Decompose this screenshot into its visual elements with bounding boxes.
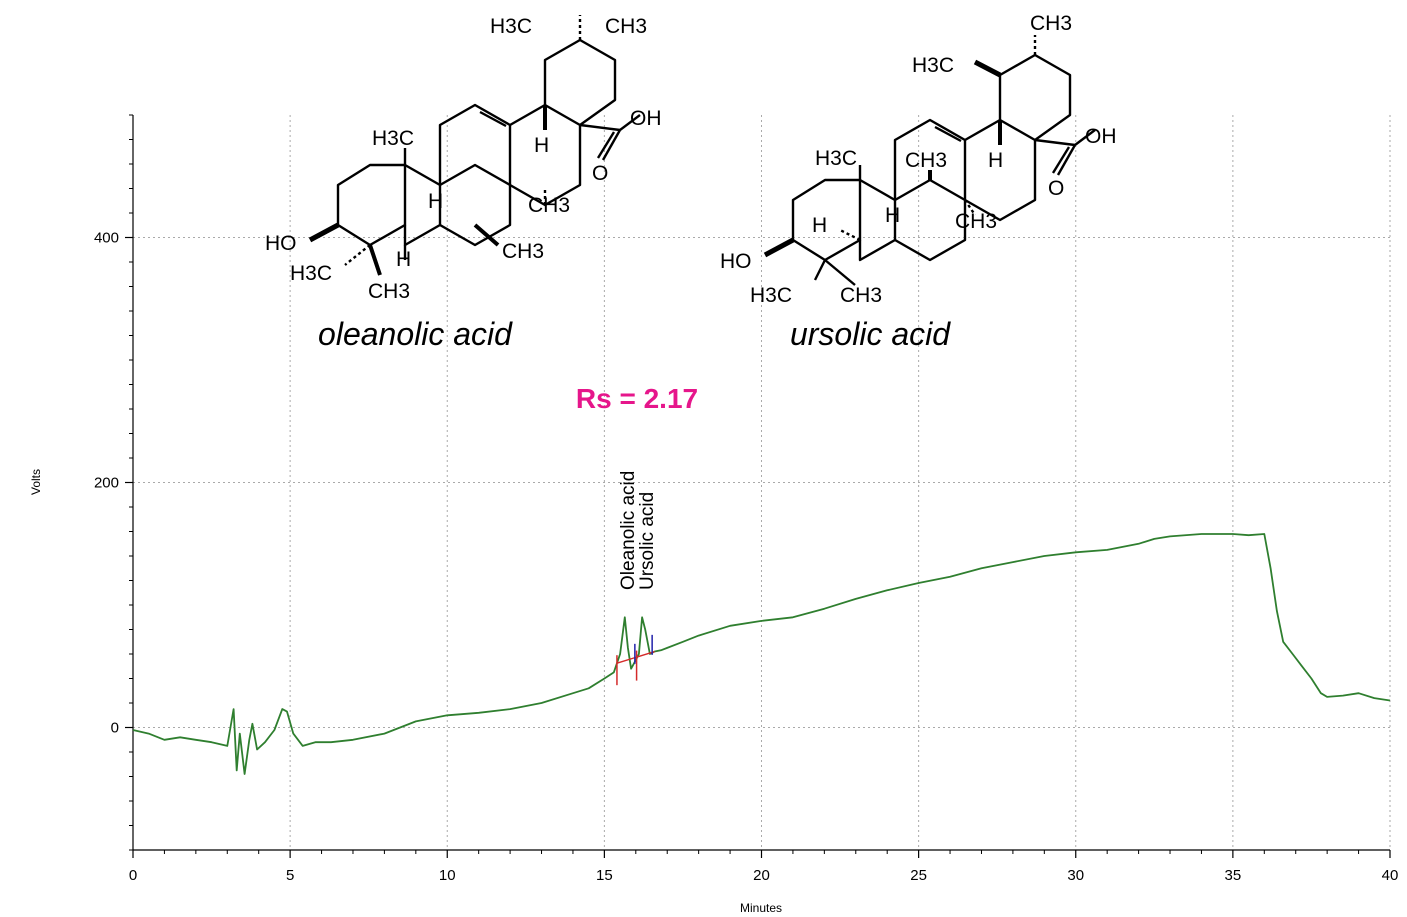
svg-text:CH3: CH3: [528, 194, 570, 217]
svg-text:HO: HO: [720, 250, 752, 273]
svg-text:O: O: [1048, 177, 1064, 200]
x-tick-label-0: 0: [129, 867, 137, 884]
peak-label-oleanolic-acid: Oleanolic acid: [618, 471, 639, 590]
svg-text:H: H: [428, 190, 443, 213]
x-tick-label-20: 20: [753, 867, 770, 884]
y-tick-label-400: 400: [94, 230, 119, 247]
svg-text:CH3: CH3: [1030, 12, 1072, 35]
x-tick-label-5: 5: [286, 867, 294, 884]
x-tick-label-15: 15: [596, 867, 613, 884]
svg-text:CH3: CH3: [605, 15, 647, 38]
svg-text:H: H: [396, 248, 411, 271]
peak-markers: [616, 634, 655, 686]
oleanolic-acid-structure: [308, 15, 641, 276]
svg-text:HO: HO: [265, 232, 297, 255]
oleanolic-acid-labels: H3C CH3 OH O H3C H H CH3 HO H3C H CH3 CH…: [265, 15, 662, 303]
svg-text:OH: OH: [630, 107, 662, 130]
svg-text:CH3: CH3: [955, 210, 997, 233]
svg-text:H3C: H3C: [490, 15, 532, 38]
svg-text:CH3: CH3: [502, 240, 544, 263]
grid-lines: [133, 115, 1391, 850]
svg-text:CH3: CH3: [905, 149, 947, 172]
oleanolic-acid-name: oleanolic acid: [318, 316, 513, 352]
x-axis-label: Minutes: [740, 901, 782, 915]
ursolic-acid-labels: CH3 H3C OH O H3C CH3 H H H CH3 HO H3C CH…: [720, 12, 1117, 307]
y-tick-label-0: 0: [111, 720, 119, 737]
y-axis-label: Volts: [29, 469, 43, 495]
ursolic-acid-name: ursolic acid: [790, 316, 951, 352]
svg-text:O: O: [592, 162, 608, 185]
x-tick-label-25: 25: [910, 867, 927, 884]
svg-text:CH3: CH3: [368, 280, 410, 303]
series-layer: [132, 533, 1391, 775]
x-tick-label-30: 30: [1067, 867, 1084, 884]
svg-text:H: H: [885, 204, 900, 227]
ursolic-acid-structure: [763, 35, 1096, 286]
svg-text:CH3: CH3: [840, 284, 882, 307]
resolution-annotation: Rs = 2.17: [576, 383, 698, 414]
y-tick-label-200: 200: [94, 475, 119, 492]
svg-text:H: H: [988, 149, 1003, 172]
svg-text:H: H: [812, 214, 827, 237]
svg-text:H3C: H3C: [372, 127, 414, 150]
svg-text:H3C: H3C: [815, 147, 857, 170]
svg-text:H3C: H3C: [290, 262, 332, 285]
integration-baseline: [616, 650, 655, 664]
x-tick-label-40: 40: [1382, 867, 1399, 884]
svg-text:H3C: H3C: [912, 54, 954, 77]
peak-label-ursolic-acid: Ursolic acid: [637, 492, 658, 590]
svg-text:H: H: [534, 134, 549, 157]
x-tick-label-35: 35: [1225, 867, 1242, 884]
svg-text:H3C: H3C: [750, 284, 792, 307]
svg-text:OH: OH: [1085, 125, 1117, 148]
x-tick-label-10: 10: [439, 867, 456, 884]
chromatogram-series-line: [132, 533, 1391, 775]
